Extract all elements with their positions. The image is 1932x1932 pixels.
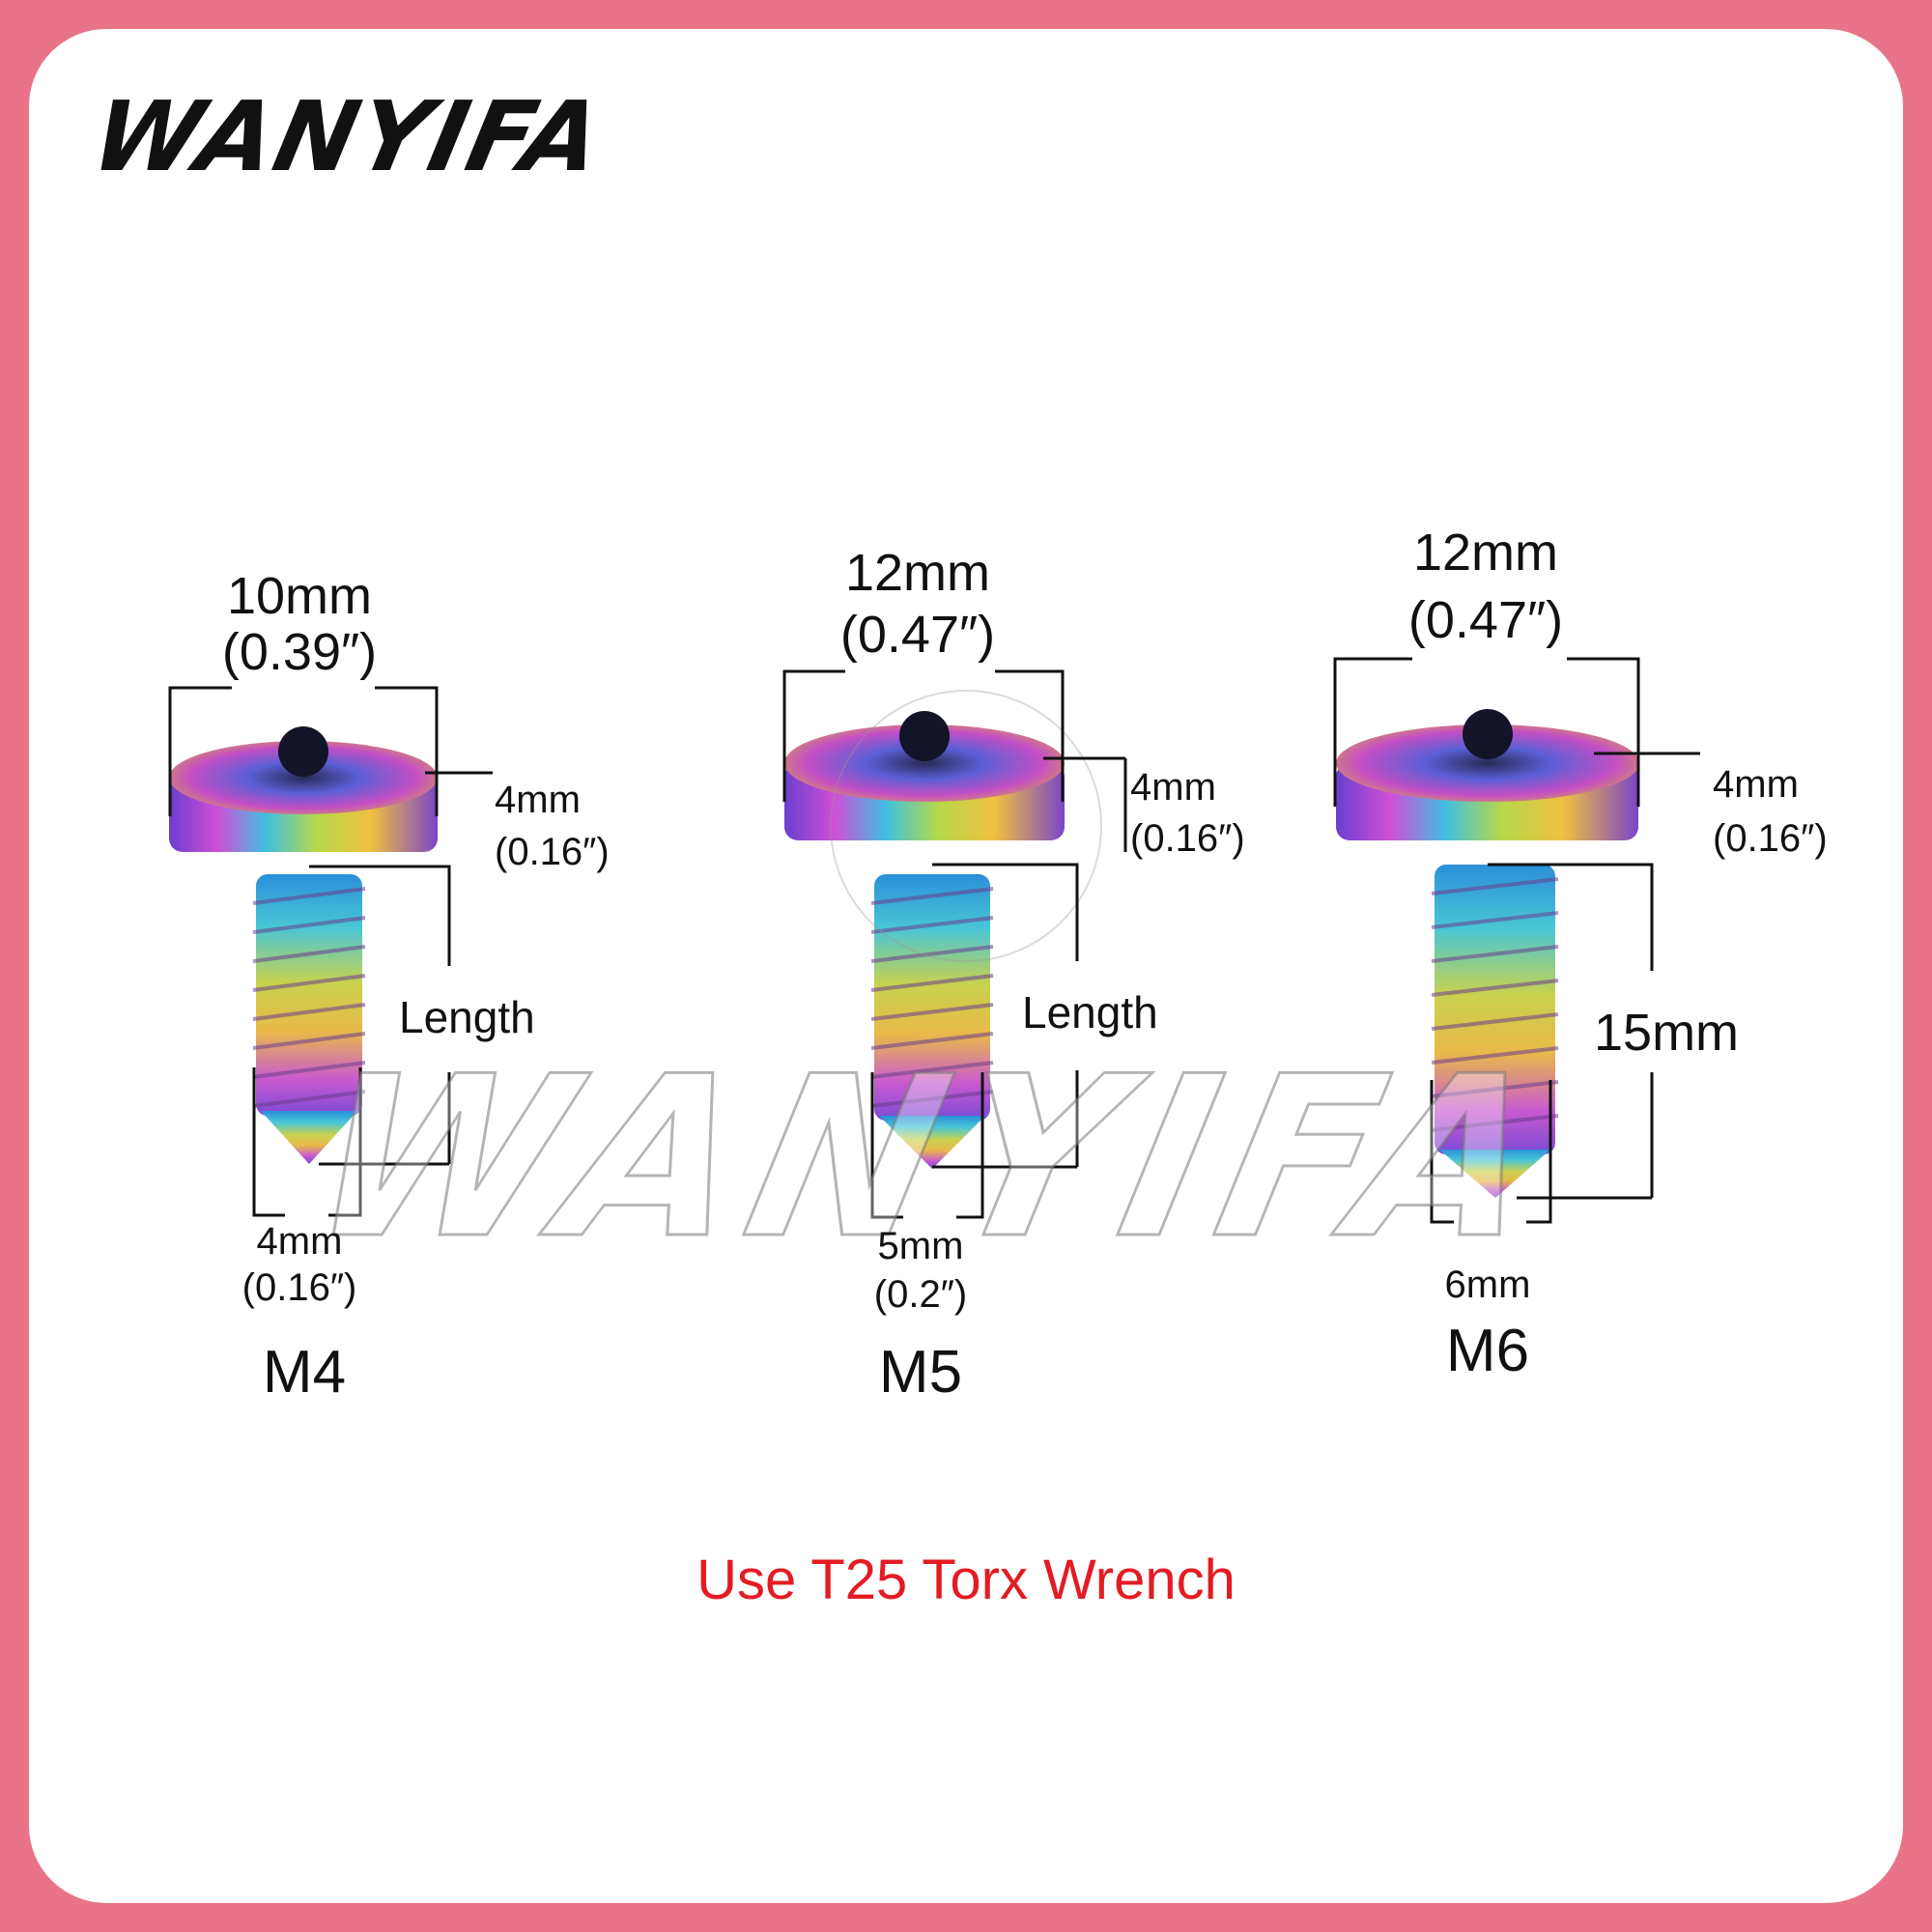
m4-head-diameter-mm: 10mm	[226, 567, 373, 625]
screw-m4	[168, 686, 493, 1217]
m4-head-diameter-in: (0.39″)	[221, 623, 378, 681]
m5-model-label: M5	[878, 1339, 963, 1406]
m6-head-diameter-in: (0.47″)	[1407, 591, 1564, 649]
m4-thread-diameter-mm: 4mm	[256, 1220, 343, 1263]
torx-wrench-note: Use T25 Torx Wrench	[696, 1548, 1236, 1611]
screw-m5-dimension-lines	[782, 669, 1127, 1219]
m5-head-height-mm: 4mm	[1130, 766, 1216, 809]
m5-head-diameter-in: (0.47″)	[839, 606, 996, 664]
m6-model-label: M6	[1445, 1318, 1530, 1384]
m6-length-label: 15mm	[1594, 1004, 1740, 1062]
m4-thread-diameter-in: (0.16″)	[242, 1266, 357, 1309]
screw-m6	[1333, 657, 1700, 1224]
m4-head-height-in: (0.16″)	[495, 831, 610, 873]
screw-m4-image	[169, 726, 438, 1164]
screw-m4-dimension-lines	[168, 686, 493, 1217]
m4-head-height-mm: 4mm	[495, 779, 581, 821]
m4-model-label: M4	[262, 1339, 347, 1406]
m5-length-label: Length	[1022, 987, 1158, 1037]
m5-head-height-in: (0.16″)	[1130, 817, 1245, 860]
m6-head-height-mm: 4mm	[1713, 763, 1799, 806]
m4-length-label: Length	[399, 992, 535, 1042]
screw-m6-image	[1336, 709, 1639, 1198]
m5-thread-diameter-in: (0.2″)	[873, 1273, 968, 1316]
screw-m5	[782, 669, 1127, 1219]
screw-m5-image	[784, 690, 1102, 1169]
m6-head-height-in: (0.16″)	[1713, 817, 1828, 860]
m5-thread-diameter-mm: 5mm	[877, 1225, 964, 1267]
screw-m6-dimension-lines	[1333, 657, 1700, 1224]
m5-head-diameter-mm: 12mm	[844, 544, 991, 602]
m6-head-diameter-mm: 12mm	[1412, 524, 1559, 582]
m6-thread-diameter-mm: 6mm	[1444, 1264, 1531, 1306]
